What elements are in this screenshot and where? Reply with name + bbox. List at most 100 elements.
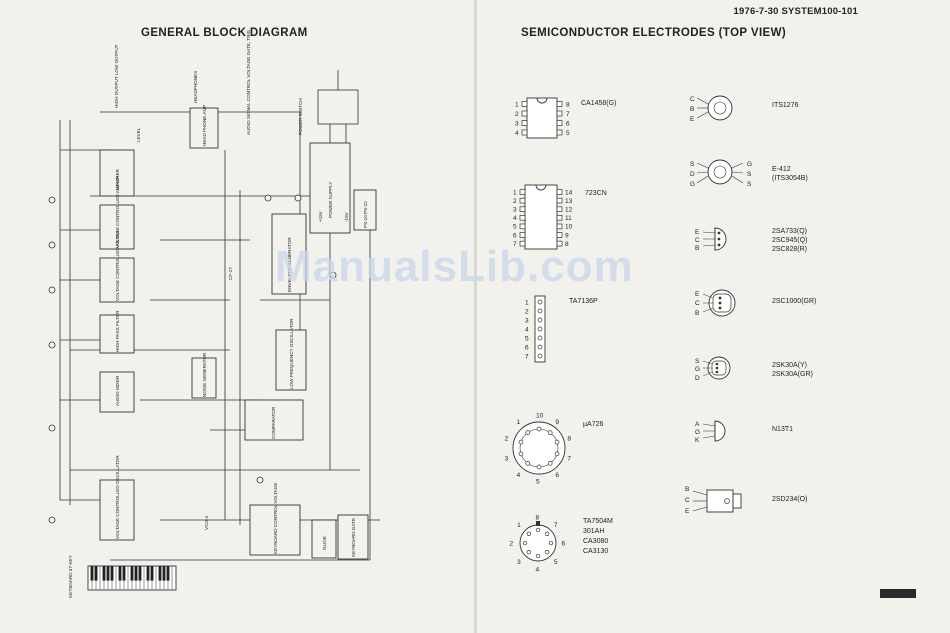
- amixer-block: [99, 371, 135, 413]
- black-key: [102, 565, 106, 581]
- pin-label: 5: [513, 224, 517, 231]
- vcf-block: [99, 257, 135, 303]
- pin-label: A: [695, 421, 700, 428]
- pin-label: 9: [555, 419, 559, 426]
- pin-label: 4: [525, 326, 529, 333]
- ic-pin: [521, 110, 528, 117]
- ic-pin: [548, 540, 554, 546]
- ic-pin: [556, 129, 563, 136]
- kbcv-block: [249, 504, 301, 556]
- e412-package: [696, 159, 744, 185]
- jack-circle: [256, 476, 264, 484]
- ps-block: [353, 189, 377, 231]
- ic-pin: [556, 232, 563, 238]
- pin-label: 3: [505, 456, 509, 463]
- 723cn-label: 723CN: [585, 190, 607, 197]
- pin-label: 8: [567, 435, 571, 442]
- vca-block: [99, 204, 135, 250]
- ic-pin: [537, 335, 543, 341]
- ic-pin: [519, 215, 526, 221]
- pin-label: C: [690, 96, 695, 103]
- env-label: ENVELOPE GENERATOR: [287, 237, 292, 292]
- ic-pin: [547, 430, 553, 435]
- ic-pin: [526, 550, 531, 555]
- ic-dip8-body: [526, 97, 558, 139]
- level-label: LEVEL: [136, 127, 141, 142]
- ic-pin: [537, 326, 543, 332]
- pin-label: 2: [525, 308, 529, 315]
- pin-label: 2: [515, 111, 519, 118]
- 2sc1000-label: 2SC1000(GR): [772, 298, 816, 305]
- its1276-package: [696, 95, 733, 121]
- its3054b-label: (ITS3054B): [772, 175, 808, 182]
- jack-circle: [329, 271, 337, 279]
- pin-label: 8: [536, 515, 540, 522]
- audio-signal-label: AUDIO SIGNAL CONTROL VOLTAGE GATE, TRIG: [246, 29, 251, 135]
- ua726-label: µA726: [583, 421, 603, 428]
- noise-block: [191, 357, 217, 399]
- ic-pin: [519, 223, 526, 230]
- pin-label: 5: [554, 559, 558, 566]
- 2sc828-label: 2SC828(R): [772, 246, 807, 253]
- minus15-label: -15V: [344, 211, 349, 222]
- power-block: [309, 142, 351, 234]
- 2sd234-package: [692, 489, 742, 513]
- e412-label: E-412: [772, 166, 791, 173]
- pin-label: 7: [525, 353, 529, 360]
- keyboard-label: KEYBOARD 37-KEY: [68, 555, 73, 598]
- ic-pin: [547, 461, 553, 466]
- black-key: [90, 565, 94, 581]
- pin-label: 6: [525, 344, 529, 351]
- pin-label: 12: [565, 207, 573, 214]
- block-diagram-title: GENERAL BLOCK DIAGRAM: [141, 27, 308, 39]
- keyboard-graphic: KEYBOARD 37-KEY: [68, 555, 177, 598]
- ic-pin: [521, 101, 528, 107]
- 2sk30a-y-label: 2SK30A(Y): [772, 362, 807, 369]
- pin-label: 11: [565, 215, 572, 222]
- ca3080-label: CA3080: [583, 538, 608, 545]
- noise-label: NOISE GENERATOR: [202, 352, 207, 397]
- header-code: 1976-7-30 SYSTEM100-101: [733, 6, 858, 17]
- comp-block: [244, 399, 304, 441]
- ca1458-label: CA1458(G): [581, 100, 616, 107]
- ic-pin: [522, 540, 528, 546]
- 2sk30a-gr-label: 2SK30A(GR): [772, 371, 813, 378]
- pin-label: G: [690, 181, 695, 188]
- ic-pin: [545, 531, 550, 536]
- pin-label: 2: [513, 198, 517, 205]
- pin-label: 2: [510, 541, 514, 548]
- ta7136p-label: TA7136P: [569, 298, 598, 305]
- pin-label: 1: [517, 522, 521, 529]
- glide-label: GLIDE: [322, 536, 327, 550]
- pin-label: E: [685, 508, 690, 515]
- pin-label: 5: [566, 130, 570, 137]
- its1276-label: ITS1276: [772, 102, 799, 109]
- transformer-graphic: [317, 70, 359, 143]
- ic-pin: [545, 550, 550, 555]
- pin-label: 9: [565, 232, 569, 239]
- ic-pin: [521, 120, 528, 126]
- black-key: [138, 565, 142, 581]
- black-key: [122, 565, 126, 581]
- pin-label: C: [695, 237, 700, 244]
- ic-pin: [537, 344, 543, 350]
- jack-circle: [48, 241, 56, 249]
- pin-label: G: [747, 161, 752, 168]
- pin-label: C: [685, 497, 690, 504]
- ic-pin: [536, 426, 542, 432]
- kbcv-label: KEYBOARD CONTROL VOLTAGE: [273, 483, 278, 554]
- ic-pin: [519, 232, 526, 238]
- pin-label: 13: [565, 198, 573, 205]
- vca-label: VOLTAGE CONTROLLED AMPLIFIER: [115, 168, 120, 248]
- pin-label: 8: [566, 101, 570, 108]
- watermark: ManualsLib.com: [275, 242, 634, 291]
- cf27-label: CF-27: [228, 267, 233, 280]
- pin-label: 6: [566, 120, 570, 127]
- pin-label: 8: [565, 241, 569, 248]
- ic-pin: [537, 317, 543, 323]
- plus15-label: +15V: [318, 210, 323, 222]
- ic-pin: [519, 189, 526, 195]
- pin-label: B: [690, 106, 694, 113]
